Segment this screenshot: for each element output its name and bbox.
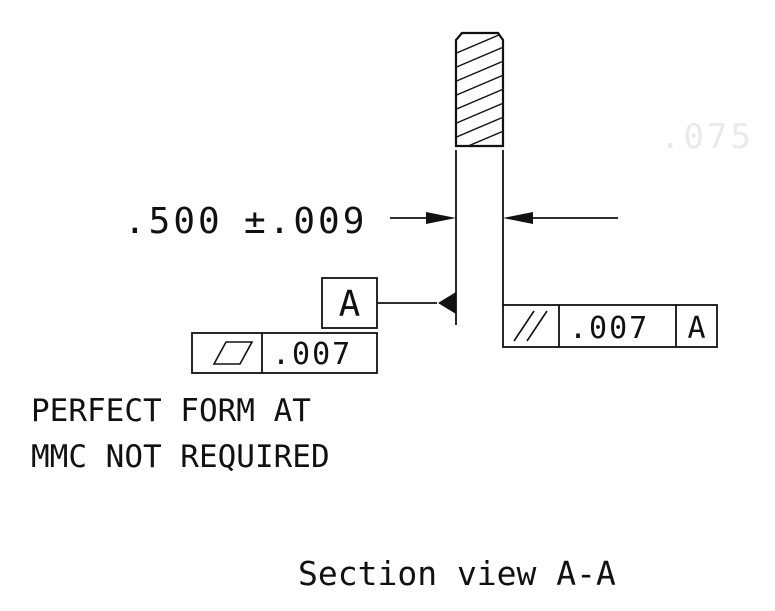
size-dimension-nominal: .500 (124, 201, 223, 242)
datum-label: A (339, 284, 361, 325)
parallelism-tolerance: .007 (569, 311, 649, 346)
section-view-caption: Section view A-A (298, 554, 616, 593)
size-dimension-tolerance: ±.009 (244, 201, 367, 242)
flatness-feature-control-frame: .007 (191, 332, 378, 374)
dimension-arrows (390, 212, 618, 224)
note-line-2: MMC NOT REQUIRED (31, 439, 330, 475)
datum-feature-symbol: A (321, 277, 456, 329)
parallelism-datum: A (687, 311, 705, 346)
part-section-hatched (454, 31, 505, 148)
parallelism-feature-control-frame: .007 A (502, 304, 718, 348)
flatness-tolerance: .007 (272, 337, 352, 372)
faint-dimension-text: .075 (660, 117, 754, 157)
note-line-1: PERFECT FORM AT (31, 393, 311, 429)
flatness-icon (212, 341, 254, 365)
parallelism-icon (513, 310, 548, 342)
